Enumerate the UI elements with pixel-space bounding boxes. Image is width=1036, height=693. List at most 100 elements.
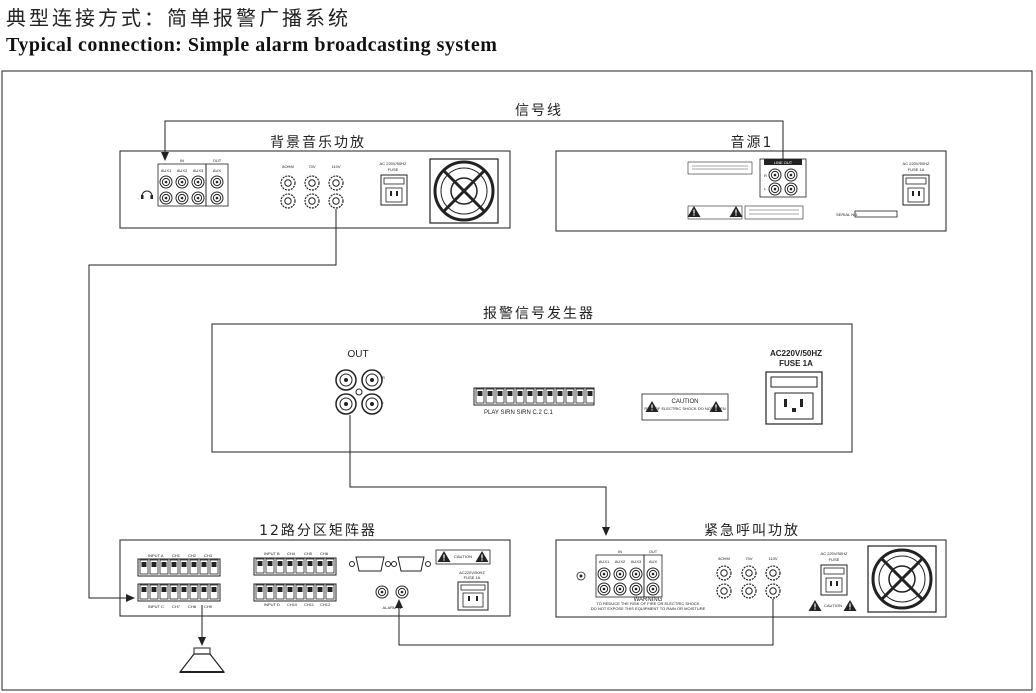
power-socket-icon (765, 371, 823, 425)
matrix-db-connectors (349, 556, 431, 572)
alarm-gen-terminal-labels: PLAY SIRN SIRN C.2 C.1 (484, 410, 553, 416)
bg-amp-out-label: OUT (213, 158, 222, 163)
connection-lines (88, 120, 784, 646)
svg-text:CAUTION: CAUTION (672, 399, 699, 405)
svg-text:CAUTION: CAUTION (824, 603, 842, 608)
matrix-input-c: INPUT C (148, 604, 164, 609)
bg-amp-aux1: AUX1 (161, 168, 172, 173)
headphone-icon (141, 190, 153, 199)
emergency-amp-aux: AUX (649, 559, 658, 564)
alarm-gen-r-label: R (382, 375, 385, 380)
source1-line-out: LINE OUT (774, 160, 793, 165)
emergency-amp-70v: 70V (745, 556, 752, 561)
power-socket-icon (820, 564, 848, 596)
matrix-terminal-row-b (253, 557, 337, 576)
emergency-amp-110v: 110V (768, 556, 777, 561)
emergency-amp-warning: WARNING (634, 597, 663, 603)
matrix-alarm-in: ALARM IN (383, 605, 402, 610)
alarm-gen-out-jacks (335, 369, 383, 415)
signal-line-label: 信号线 (515, 103, 563, 119)
alarm-gen-terminal-strip (473, 387, 595, 406)
bg-amp-110v: 110V (331, 164, 340, 169)
fan-icon (867, 545, 937, 613)
matrix-caution-label: CAUTION (435, 549, 491, 565)
matrix-ch10: CH10 (287, 602, 298, 607)
matrix-ch9: CH9 (204, 604, 213, 609)
alarm-gen-out-label: OUT (347, 349, 368, 360)
title-english: Typical connection: Simple alarm broadca… (6, 34, 498, 56)
emergency-call-amplifier: 紧急呼叫功放 IN OUT AUX1 AUX2 AUX3 AUX WARNING… (555, 523, 947, 618)
alarm-gen-l-label: L (382, 400, 385, 405)
speaker-horn-icon (178, 647, 226, 673)
emergency-amp-in-label: IN (618, 549, 622, 554)
matrix-terminal-row-d (253, 583, 337, 602)
background-music-amplifier: 背景音乐功放 IN OUT AUX1 AUX2 AUX3 AUX 8OHM 70… (119, 134, 511, 229)
source1-r-label: R (764, 173, 767, 178)
matrix-ch4: CH4 (287, 551, 296, 556)
matrix-ch7: CH7 (172, 604, 181, 609)
emergency-amp-fuse: FUSE (829, 557, 840, 562)
alarm-gen-caution-label: CAUTION RISK OF ELECTRIC SHOCK DO NOT OP… (641, 393, 729, 421)
alarm-gen-title: 报警信号发生器 (483, 306, 595, 322)
emergency-amp-warning-line2: DO NOT EXPOSE THIS EQUIPMENT TO RAIN OR … (591, 606, 706, 611)
matrix-ch11: CH11 (304, 602, 315, 607)
bg-amp-in-label: IN (180, 158, 184, 163)
emergency-amp-ac: AC 220V/50HZ (821, 551, 848, 556)
source1-ac: AC 220V/50HZ (903, 161, 930, 166)
matrix-terminal-row-c (137, 583, 221, 602)
power-socket-icon (380, 174, 408, 206)
svg-text:CAUTION: CAUTION (454, 554, 472, 559)
bg-amp-aux3: AUX3 (193, 168, 204, 173)
matrix-title: 12路分区矩阵器 (259, 523, 377, 539)
title-chinese: 典型连接方式：简单报警广播系统 (6, 6, 351, 30)
bg-amp-8ohm: 8OHM (282, 164, 294, 169)
line-bg-amp-to-matrix (88, 209, 337, 602)
matrix-ac: AC220V/50HZ (459, 570, 485, 575)
emergency-amp-out-label: OUT (649, 549, 658, 554)
matrix-terminal-row-a (137, 558, 221, 577)
emergency-amp-title: 紧急呼叫功放 (704, 523, 800, 539)
emergency-amp-warning-line1: TO REDUCE THE RISK OF FIRE OR ELECTRIC S… (596, 601, 700, 606)
fan-icon (429, 158, 499, 224)
alarm-gen-ac: AC220V/50HZ (770, 349, 822, 358)
zone-matrix-12: 12路分区矩阵器 INPUT A CH1 CH2 CH3 INPUT B CH4… (119, 523, 511, 617)
emergency-amp-aux2: AUX2 (615, 559, 626, 564)
line-alarm-gen-to-emergency-amp (349, 415, 610, 536)
emergency-amp-8ohm: 8OHM (718, 556, 730, 561)
matrix-ch2: CH2 (188, 553, 197, 558)
matrix-input-d: INPUT D (264, 602, 280, 607)
power-socket-icon (457, 581, 489, 611)
source1-l-label: L (764, 186, 767, 191)
source1-fuse: FUSE 1A (908, 167, 925, 172)
signal-line-source-to-bg-amp (161, 120, 784, 161)
matrix-ch1: CH1 (172, 553, 181, 558)
bg-amp-70v: 70V (308, 164, 315, 169)
matrix-input-b: INPUT B (264, 551, 280, 556)
power-socket-icon (902, 174, 930, 206)
matrix-ch5: CH5 (304, 551, 313, 556)
matrix-ch8: CH8 (188, 604, 197, 609)
outer-frame (1, 70, 1033, 691)
alarm-gen-fuse: FUSE 1A (779, 359, 813, 368)
bg-amp-fuse: FUSE (388, 167, 399, 172)
svg-text:RISK OF ELECTRIC SHOCK DO NOT: RISK OF ELECTRIC SHOCK DO NOT OPEN (644, 406, 725, 411)
headphone-icon (576, 571, 586, 581)
audio-source-1: 音源1 LINE OUT R L SERIAL NO. AC 220V/50HZ… (555, 134, 947, 232)
matrix-input-a: INPUT A (148, 553, 164, 558)
source1-title: 音源1 (731, 134, 774, 151)
matrix-ch6: CH6 (320, 551, 329, 556)
emergency-amp-aux3: AUX3 (631, 559, 642, 564)
alarm-signal-generator: 报警信号发生器 OUT R L PLAY SIRN SIRN C.2 C.1 C… (211, 306, 853, 453)
source1-serial: SERIAL NO. (836, 212, 858, 217)
matrix-ch12: CH12 (320, 602, 331, 607)
bg-amp-aux: AUX (213, 168, 222, 173)
matrix-fuse: FUSE 1A (464, 575, 481, 580)
emergency-amp-caution-label: CAUTION (808, 600, 857, 611)
bg-amp-ac: AC 220V/50HZ (380, 161, 407, 166)
line-emergency-amp-to-matrix-alarm (395, 599, 774, 646)
emergency-amp-aux1: AUX1 (599, 559, 610, 564)
bg-amp-aux2: AUX2 (177, 168, 188, 173)
matrix-ch3: CH3 (204, 553, 213, 558)
bg-amp-title: 背景音乐功放 (270, 134, 366, 151)
